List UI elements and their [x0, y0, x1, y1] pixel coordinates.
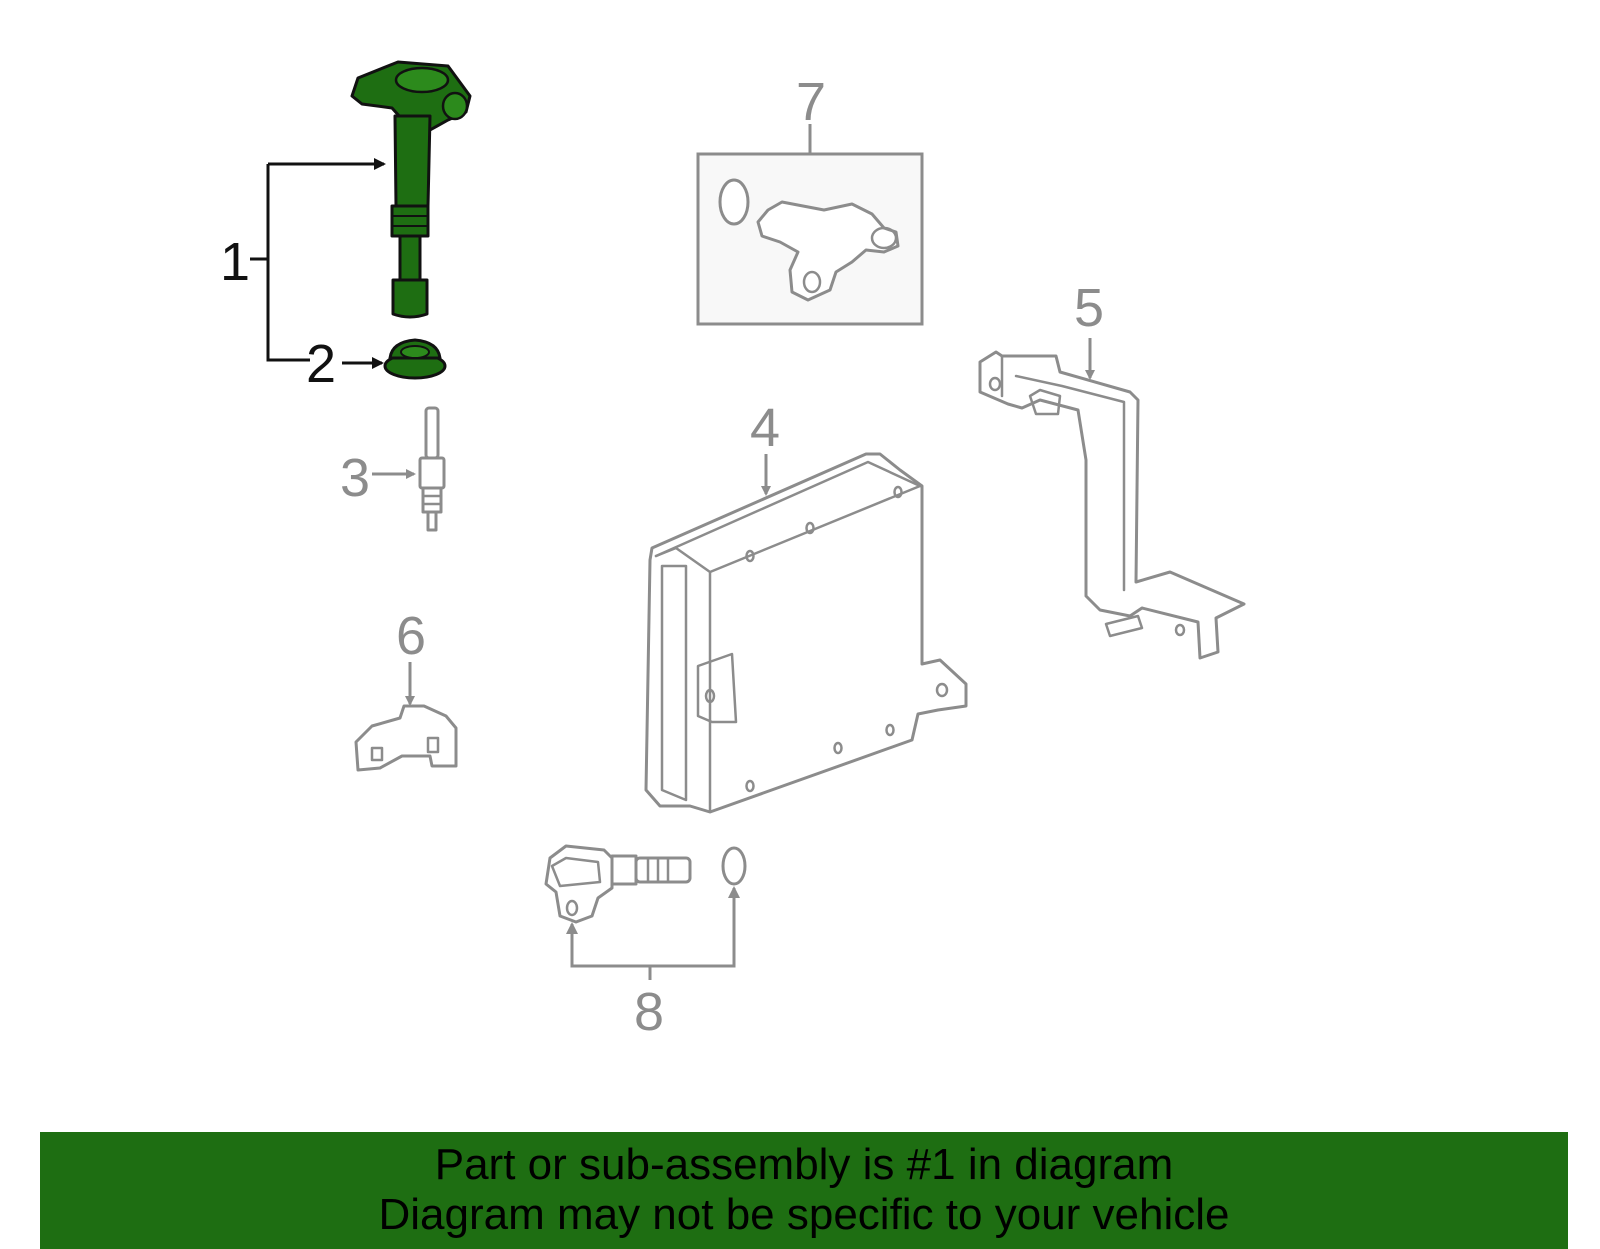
- callout-6-group: 6: [396, 606, 426, 706]
- part-5-ecu-bracket[interactable]: [978, 350, 1246, 660]
- callout-4-group: 4: [750, 398, 780, 496]
- callout-8-label: 8: [634, 982, 664, 1042]
- callout-4-label: 4: [750, 398, 780, 458]
- callout-7-group: 7: [796, 72, 826, 154]
- part-7-sensor-kit[interactable]: [696, 152, 924, 326]
- callout-1-group: 1: [220, 158, 386, 362]
- part-4-engine-control-module[interactable]: [644, 452, 968, 814]
- callout-2-group: 2: [306, 334, 384, 394]
- callout-3-group: 3: [340, 448, 416, 508]
- callout-5-group: 5: [1074, 278, 1104, 380]
- callout-1-label: 1: [220, 232, 250, 292]
- callout-5-label: 5: [1074, 278, 1104, 338]
- part-3-spark-plug[interactable]: [418, 406, 446, 532]
- callout-7-label: 7: [796, 72, 826, 132]
- callout-6-label: 6: [396, 606, 426, 666]
- callout-3-label: 3: [340, 448, 370, 508]
- callout-2-label: 2: [306, 334, 336, 394]
- callout-8-group: 8: [566, 886, 740, 1042]
- info-banner: Part or sub-assembly is #1 in diagram Di…: [40, 1132, 1568, 1249]
- banner-line-part-info: Part or sub-assembly is #1 in diagram: [434, 1140, 1174, 1189]
- part-1-ignition-coil[interactable]: [350, 60, 472, 319]
- part-2-boot-seal[interactable]: [383, 338, 447, 380]
- part-8-position-sensor[interactable]: [544, 844, 747, 924]
- parts-diagram: 1 2 3 7: [220, 60, 1246, 1042]
- part-6-sensor[interactable]: [354, 704, 458, 772]
- banner-line-disclaimer: Diagram may not be specific to your vehi…: [378, 1190, 1230, 1239]
